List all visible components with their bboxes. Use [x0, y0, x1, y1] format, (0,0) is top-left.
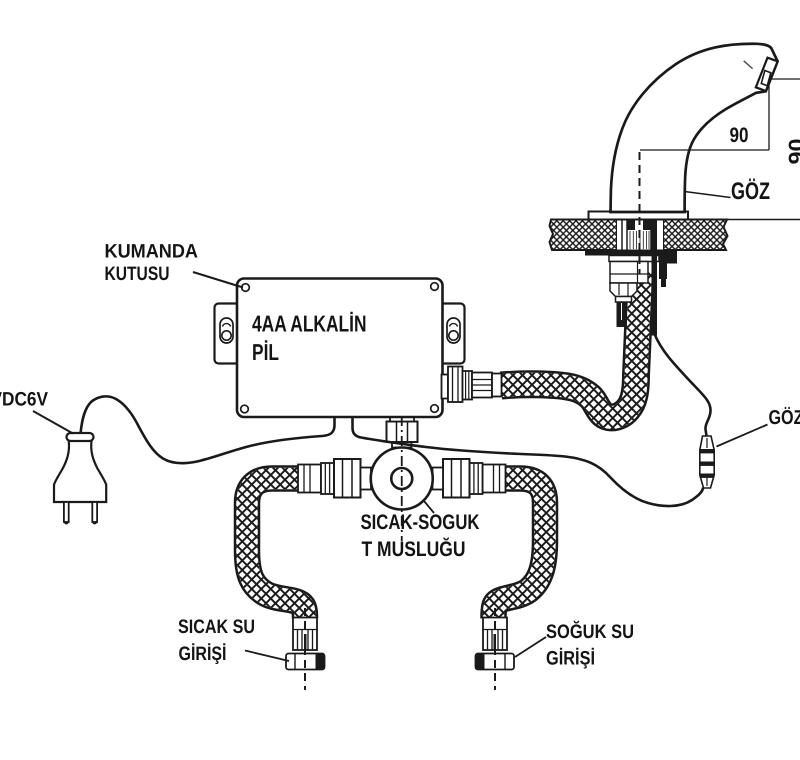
svg-text:PİL: PİL	[252, 339, 279, 365]
svg-text:SOĞUK SU: SOĞUK SU	[546, 620, 634, 643]
svg-text:T MUSLUĞU: T MUSLUĞU	[362, 537, 466, 561]
svg-text:SICAK-SOGUK: SICAK-SOGUK	[361, 511, 480, 534]
svg-text:GİRİŞİ: GİRİŞİ	[546, 648, 595, 670]
svg-text:90: 90	[784, 139, 800, 165]
svg-text:GÖZ: GÖZ	[769, 406, 800, 429]
svg-text:GÖZ: GÖZ	[731, 178, 770, 205]
svg-text:KUMANDA: KUMANDA	[105, 241, 199, 263]
svg-text:KUTUSU: KUTUSU	[105, 263, 170, 285]
svg-text:SICAK SU: SICAK SU	[178, 616, 255, 638]
svg-text:GİRİŞİ: GİRİŞİ	[179, 643, 227, 665]
svg-text:4AA ALKALİN: 4AA ALKALİN	[252, 311, 367, 337]
svg-text:90: 90	[730, 124, 749, 147]
svg-text:VDC6V: VDC6V	[0, 389, 48, 411]
